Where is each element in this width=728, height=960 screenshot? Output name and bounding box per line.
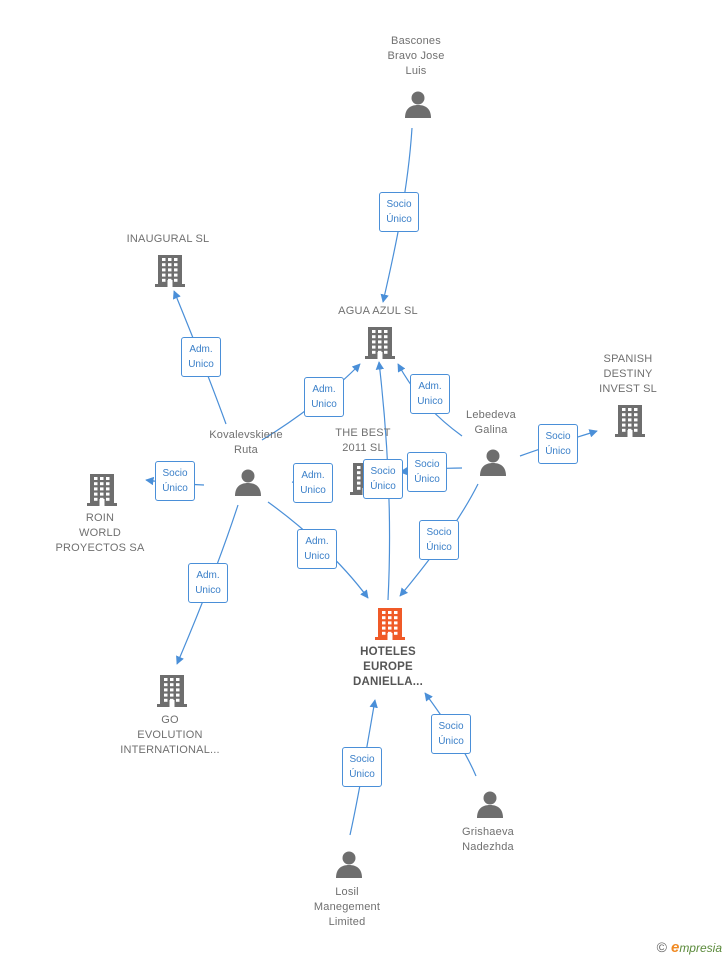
- node-label-bascones[interactable]: Bascones Bravo Jose Luis: [387, 35, 445, 77]
- person-icon-bascones[interactable]: [403, 89, 433, 124]
- role-badge-line: Adm.: [189, 344, 213, 355]
- role-badge-line: Unico: [304, 551, 330, 562]
- role-badge-line: Adm.: [418, 381, 442, 392]
- node-label-grishaeva[interactable]: Grishaeva Nadezhda: [462, 826, 514, 853]
- role-badge-line: Único: [162, 483, 188, 494]
- node-label-go-evolution[interactable]: GO EVOLUTION INTERNATIONAL...: [120, 714, 220, 756]
- role-badge-kova-thebest[interactable]: Adm. Unico: [293, 463, 333, 503]
- role-badge-line: Adm.: [301, 470, 325, 481]
- person-icon-grishaeva[interactable]: [475, 789, 505, 824]
- role-badge-line: Socio: [386, 199, 412, 210]
- role-badge-line: Adm.: [305, 536, 329, 547]
- role-badge-line: Único: [438, 736, 464, 747]
- person-icon-kovalevskiene[interactable]: [233, 467, 263, 502]
- role-badge-line: Adm.: [196, 570, 220, 581]
- node-label-the-best[interactable]: THE BEST 2011 SL: [335, 427, 391, 454]
- role-badge-line: Socio: [545, 431, 571, 442]
- node-label-spanish[interactable]: SPANISH DESTINY INVEST SL: [599, 353, 657, 395]
- node-label-hoteles[interactable]: HOTELES EUROPE DANIELLA...: [353, 646, 423, 688]
- role-badge-line: Único: [545, 446, 571, 457]
- role-badge-line: Socio: [370, 466, 396, 477]
- node-label-kovalevskiene[interactable]: Kovalevskiene Ruta: [209, 429, 283, 456]
- node-label-roin[interactable]: ROIN WORLD PROYECTOS SA: [55, 512, 145, 554]
- role-badge-line: Socio: [438, 721, 464, 732]
- role-badge-line: Socio: [426, 527, 452, 538]
- role-badge-line: Socio: [349, 754, 375, 765]
- role-badge-line: Único: [349, 769, 375, 780]
- copyright-symbol: ©: [656, 939, 667, 955]
- role-badge-line: Unico: [417, 396, 443, 407]
- role-badge-line: Unico: [188, 359, 214, 370]
- building-icon-roin[interactable]: [87, 472, 117, 511]
- role-badge-line: Socio: [414, 459, 440, 470]
- person-icon-losil[interactable]: [334, 849, 364, 884]
- role-badge-line: Único: [370, 481, 396, 492]
- brand-footer: ©empresia: [657, 939, 722, 956]
- node-label-lebedeva[interactable]: Lebedeva Galina: [466, 409, 516, 436]
- role-badge-line: Adm.: [312, 384, 336, 395]
- node-label-losil[interactable]: Losil Manegement Limited: [313, 886, 381, 928]
- person-icon-lebedeva[interactable]: [478, 447, 508, 482]
- building-icon-hoteles[interactable]: [375, 606, 405, 645]
- role-badge-line: Unico: [195, 585, 221, 596]
- role-badge-line: Unico: [311, 399, 337, 410]
- building-icon-agua-azul[interactable]: [365, 325, 395, 364]
- role-badge-kova-hoteles[interactable]: Adm. Unico: [297, 529, 337, 569]
- role-badge-kova-go[interactable]: Adm. Unico: [188, 563, 228, 603]
- node-label-inaugural[interactable]: INAUGURAL SL: [126, 233, 210, 245]
- role-badge-line: Socio: [162, 468, 188, 479]
- role-badge-line: Único: [414, 474, 440, 485]
- role-badge-lebedeva-agua[interactable]: Adm. Unico: [410, 374, 450, 414]
- role-badge-line: Único: [426, 542, 452, 553]
- role-badge-line: Único: [386, 214, 412, 225]
- building-icon-inaugural[interactable]: [155, 253, 185, 292]
- brand-logo-text: mpresia: [679, 941, 722, 955]
- building-icon-go-evolution[interactable]: [157, 673, 187, 712]
- building-icon-spanish[interactable]: [615, 403, 645, 442]
- brand-logo-e: e: [670, 939, 680, 956]
- role-badge-kova-agua[interactable]: Adm. Unico: [304, 377, 344, 417]
- role-badge-line: Unico: [300, 485, 326, 496]
- role-badge-kova-inaugural[interactable]: Adm. Unico: [181, 337, 221, 377]
- node-label-agua-azul[interactable]: AGUA AZUL SL: [338, 305, 418, 317]
